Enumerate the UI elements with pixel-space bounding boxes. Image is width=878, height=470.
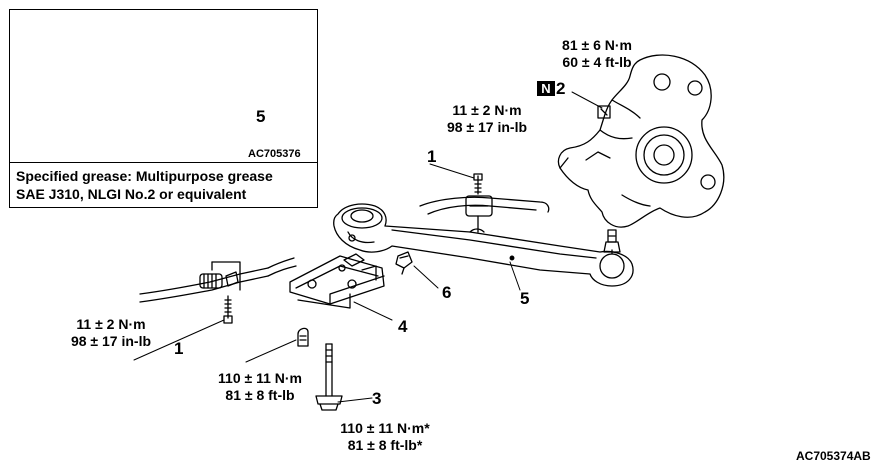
torque-long-bolt: 110 ± 11 N·m* 81 ± 8 ft-lb* [320,420,450,454]
bracket-drawing [289,253,385,309]
torque-upper-bolt-inlb: 98 ± 17 in-lb [446,119,528,135]
knuckle-drawing [557,54,725,253]
torque-long-bolt-ftlb: 81 ± 8 ft-lb* [347,437,423,453]
bolts-drawing [297,327,343,411]
torque-lower-bolt: 11 ± 2 N·m 98 ± 17 in-lb [56,316,166,350]
torque-knuckle-nut-ftlb: 60 ± 4 ft-lb [562,54,632,70]
torque-lower-bolt-nm: 11 ± 2 N·m [76,316,146,332]
grease-caption-line2: SAE J310, NLGI No.2 or equivalent [16,186,247,202]
callout-4: 4 [398,317,408,336]
torque-lower-bolt-inlb: 98 ± 17 in-lb [70,333,152,349]
torque-upper-bolt: 11 ± 2 N·m 98 ± 17 in-lb [432,102,542,136]
inset-callout-5: 5 [256,107,266,126]
n2-badge: N [537,81,555,96]
stabilizer-bar-drawing [419,173,550,233]
torque-long-bolt-nm: 110 ± 11 N·m* [340,420,430,436]
lower-arm-drawing [333,203,634,287]
callout-5: 5 [520,289,530,308]
callout-3: 3 [372,389,382,408]
grease-inset: 5 AC705376 Specified grease: Multipurpos… [9,9,318,208]
inset-figure-code: AC705376 [248,148,301,160]
torque-knuckle-nut: 81 ± 6 N·m 60 ± 4 ft-lb [542,37,652,71]
stopper-drawing [395,251,413,275]
torque-knuckle-nut-nm: 81 ± 6 N·m [562,37,632,53]
grease-caption: Specified grease: Multipurpose grease SA… [10,162,317,208]
callout-1-lower: 1 [174,339,184,358]
torque-mount-bolt-ftlb: 81 ± 8 ft-lb [225,387,295,403]
cable-drawing [139,257,297,324]
callout-n2-number: 2 [556,79,566,98]
torque-mount-bolt-nm: 110 ± 11 N·m [218,370,302,386]
callout-6: 6 [442,283,452,302]
callout-1-upper: 1 [427,147,437,166]
torque-upper-bolt-nm: 11 ± 2 N·m [452,102,522,118]
figure-code: AC705374AB [796,449,871,463]
torque-mount-bolt: 110 ± 11 N·m 81 ± 8 ft-lb [200,370,320,404]
leader-lines [133,91,603,403]
grease-caption-line1: Specified grease: Multipurpose grease [16,168,273,184]
